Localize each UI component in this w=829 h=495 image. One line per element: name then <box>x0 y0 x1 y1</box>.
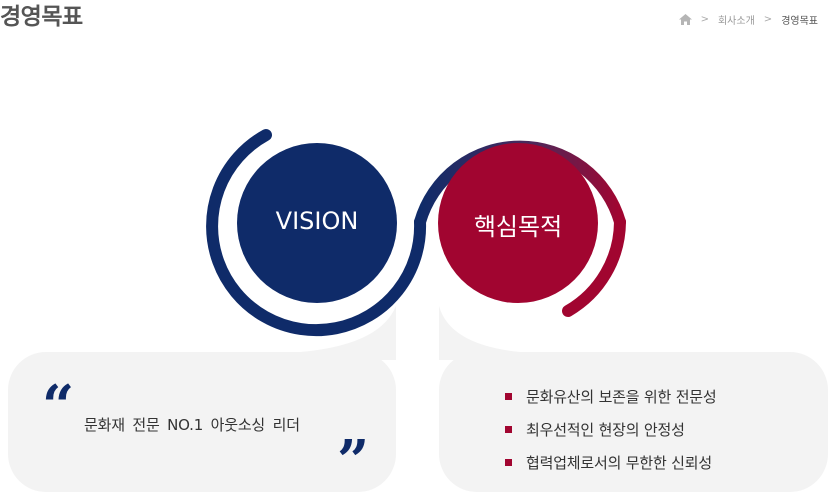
vision-card-tail <box>300 306 396 360</box>
vision-card <box>8 352 396 492</box>
purpose-circle <box>438 143 598 303</box>
breadcrumb-current: 경영목표 <box>781 16 818 27</box>
purpose-card-tail <box>439 306 520 360</box>
home-icon[interactable] <box>678 14 692 25</box>
open-quote-icon: “ <box>42 373 75 439</box>
breadcrumb-company-intro-link[interactable]: 회사소개 <box>717 16 755 27</box>
vision-statement: 문화재 전문 NO.1 아웃소싱 리더 <box>84 416 300 434</box>
page-title: 경영목표 <box>0 4 83 30</box>
square-bullet-icon <box>505 458 512 466</box>
purpose-list-item: 문화유산의 보존을 위한 전문성 <box>505 386 717 406</box>
vision-circle <box>237 143 397 303</box>
purpose-item-label: 협력업체로서의 무한한 신뢰성 <box>526 453 712 472</box>
purpose-item-label: 문화유산의 보존을 위한 전문성 <box>526 387 717 406</box>
vision-circle-label: VISION <box>275 207 359 235</box>
purpose-ring <box>562 216 626 317</box>
breadcrumb-separator: > <box>763 14 773 25</box>
purpose-list-item: 협력업체로서의 무한한 신뢰성 <box>505 452 717 472</box>
purpose-list: 문화유산의 보존을 위한 전문성 최우선적인 현장의 안정성 협력업체로서의 무… <box>505 386 717 485</box>
purpose-list-item: 최우선적인 현장의 안정성 <box>505 419 717 439</box>
vision-ring <box>206 129 427 337</box>
purpose-circle-label: 핵심목적 <box>473 213 563 241</box>
square-bullet-icon <box>505 392 512 400</box>
purpose-card <box>439 352 828 492</box>
close-quote-icon: ” <box>337 428 370 494</box>
breadcrumb-separator: > <box>700 14 709 25</box>
square-bullet-icon <box>505 425 512 433</box>
breadcrumb: > 회사소개 > 경영목표 <box>678 12 818 27</box>
purpose-item-label: 최우선적인 현장의 안정성 <box>526 420 685 439</box>
